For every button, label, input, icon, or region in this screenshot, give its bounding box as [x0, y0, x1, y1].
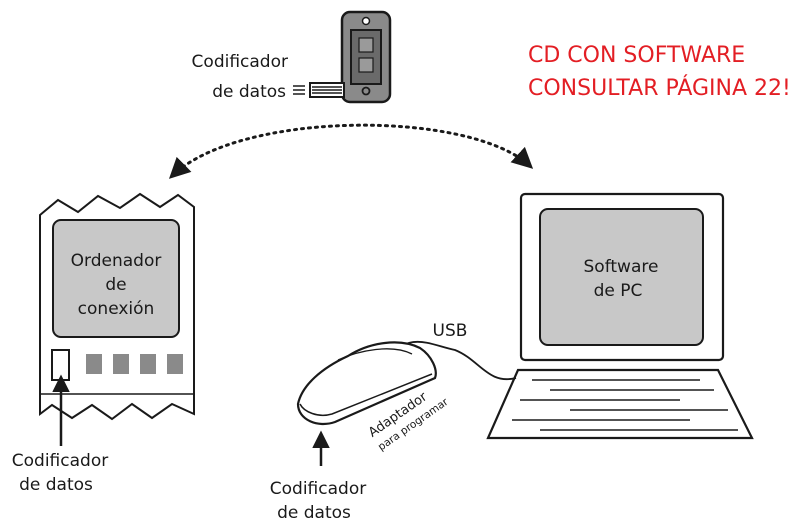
top-data-encoder: Codificador de datos	[192, 10, 392, 104]
bottom-encoder-label-2: de datos	[277, 503, 351, 522]
computer-label-2: de	[105, 275, 126, 295]
indicator-led	[140, 354, 156, 374]
encoder-window-top	[358, 37, 374, 53]
top-encoder-label-1: Codificador	[192, 52, 288, 72]
indicator-led	[167, 354, 183, 374]
bottom-encoder-label-1: Codificador	[270, 479, 366, 499]
computer-label-1: Ordenador	[71, 251, 162, 271]
software-callout: CD CON SOFTWARE CONSULTAR PÁGINA 22!	[528, 43, 791, 101]
pc-label-2: de PC	[594, 281, 643, 301]
callout-line-1: CD CON SOFTWARE	[528, 43, 745, 68]
encoder-hole	[361, 16, 371, 26]
indicator-led	[113, 354, 129, 374]
left-encoder-label-1: Codificador	[12, 451, 108, 471]
monitor-screen	[539, 208, 704, 346]
computer-label-3: conexión	[78, 299, 155, 319]
encoder-slot	[51, 349, 70, 381]
keyboard	[486, 368, 754, 440]
encoder-window-bottom	[358, 57, 374, 73]
encoder-button	[361, 86, 371, 96]
data-transfer-arrow	[168, 123, 534, 179]
usb-label: USB	[433, 321, 468, 341]
pc-label-1: Software	[584, 257, 659, 277]
indicator-led	[86, 354, 102, 374]
top-encoder-label-2: de datos	[212, 82, 286, 102]
pc: Software de PC	[486, 192, 754, 440]
adapter-body	[296, 341, 437, 426]
computer-screen	[52, 219, 180, 338]
callout-line-2: CONSULTAR PÁGINA 22!	[528, 75, 791, 101]
left-encoder-label-2: de datos	[19, 475, 93, 495]
connection-computer: Ordenador de conexión	[39, 192, 195, 421]
